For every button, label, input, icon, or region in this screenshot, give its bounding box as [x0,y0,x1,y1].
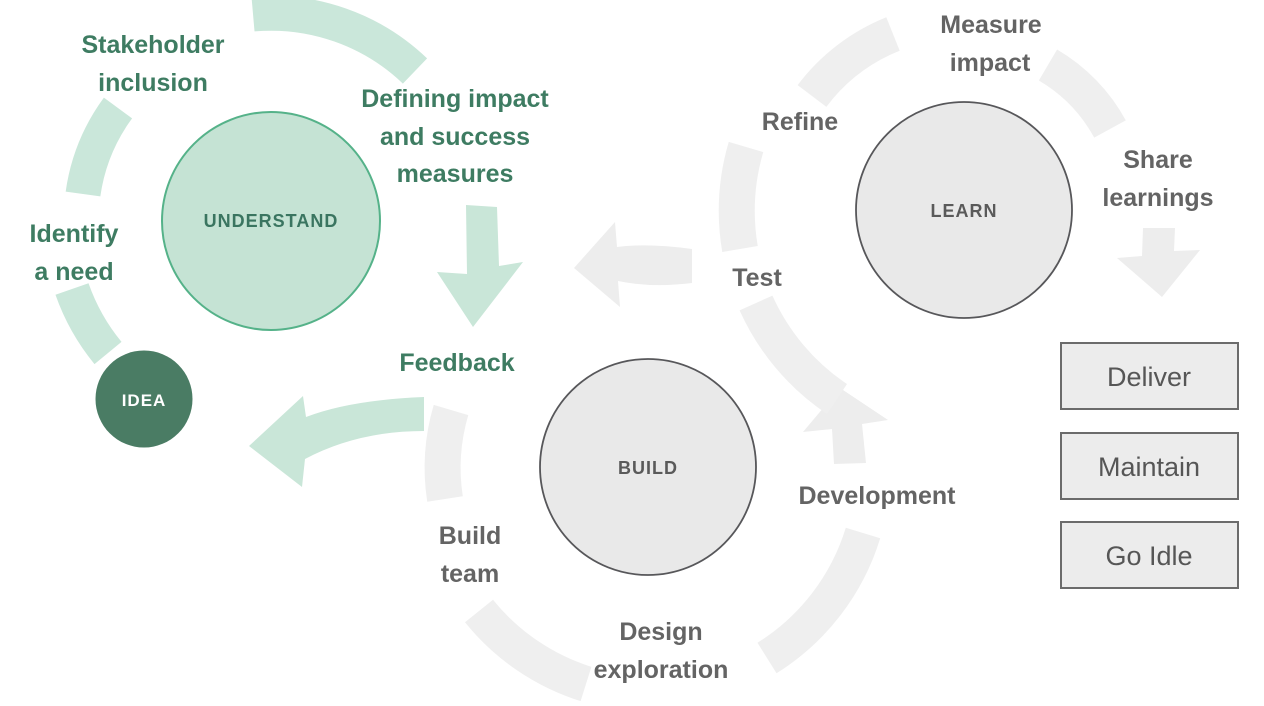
identify-need-label-line2: a need [34,258,113,286]
share-to-outcomes-arrow-icon [1117,228,1200,297]
refine-label: Refine [762,108,839,136]
learn-arc-measure [797,17,901,108]
measure-impact-label-line1: Measure [940,11,1042,39]
share-learnings-label-line1: Share [1123,146,1193,174]
measure-impact-label-line2: impact [950,49,1031,77]
deliver-button[interactable]: Deliver [1060,342,1239,410]
build-arc-bottom-left [464,599,592,702]
build-cycle: BUILD Build team Design exploration Deve… [424,358,957,702]
maintain-box[interactable] [1060,432,1239,500]
go-idle-label: Go Idle [1105,541,1192,571]
maintain-button[interactable]: Maintain [1060,432,1239,500]
build-team-label-line2: team [441,560,499,588]
learn-circle [855,101,1073,319]
defining-impact-label-line2: and success [380,123,530,151]
idea-circle [95,350,193,448]
learn-arc-refine [718,141,764,253]
maintain-label: Maintain [1098,452,1200,482]
learn-cycle: LEARN Measure impact Refine Test Share l… [574,11,1214,414]
test-to-understand-arrow-icon [574,222,692,307]
stakeholder-inclusion-label-line1: Stakeholder [81,31,224,59]
design-exploration-label-line2: exploration [594,656,729,684]
feedback-to-idea-arrow-icon [249,396,424,487]
defining-impact-label-line1: Defining impact [361,85,549,113]
stakeholder-inclusion-label-line2: inclusion [98,69,208,97]
understand-circle-label: UNDERSTAND [204,211,339,231]
build-circle [539,358,757,576]
feedback-label: Feedback [399,349,514,377]
deliver-label: Deliver [1107,362,1191,392]
deliver-box[interactable] [1060,342,1239,410]
defining-to-feedback-arrow-icon [437,205,523,327]
learn-arc-share [1038,49,1126,139]
build-circle-label: BUILD [618,458,678,478]
understand-arc-left-lower [55,282,122,365]
understand-circle [161,111,381,331]
identify-need-label-line1: Identify [30,220,119,248]
understand-arc-left-upper [65,97,133,197]
share-learnings-label-line2: learnings [1102,184,1213,212]
learn-circle-label: LEARN [931,201,998,221]
understand-arc-top [251,0,428,84]
understand-cycle: UNDERSTAND IDEA Stakeholder inclusion De… [30,0,549,487]
defining-impact-label-line3: measures [397,160,514,188]
idea-circle-label: IDEA [122,391,167,410]
outcome-options: Deliver Maintain Go Idle [1060,342,1239,589]
go-idle-box[interactable] [1060,521,1239,589]
build-arc-left [424,404,469,502]
go-idle-button[interactable]: Go Idle [1060,521,1239,589]
development-label: Development [799,482,957,510]
design-exploration-label-line1: Design [619,618,702,646]
build-arc-bottom-right [757,527,881,674]
build-team-label-line1: Build [439,522,502,550]
learn-arc-test [739,295,848,414]
test-label: Test [732,264,782,292]
